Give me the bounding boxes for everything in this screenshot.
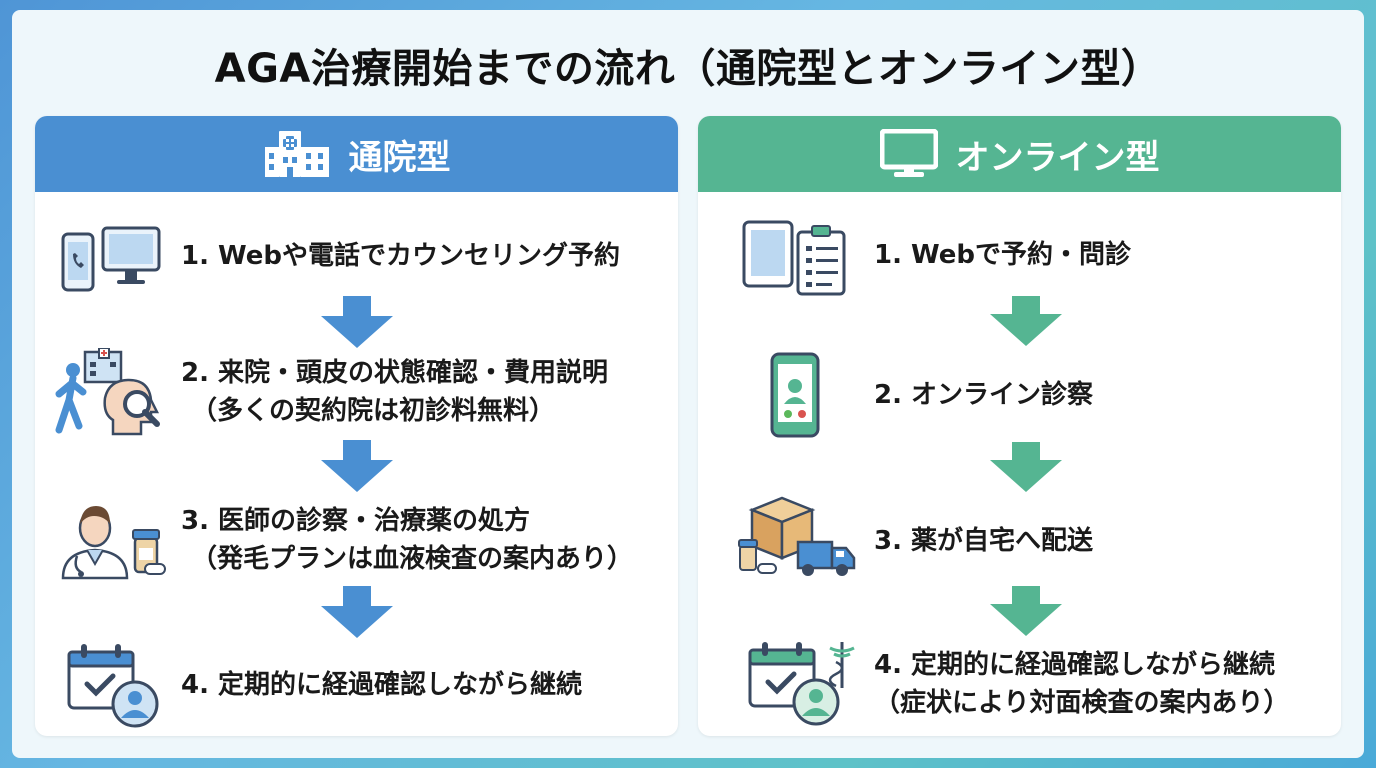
arrow-down-icon — [990, 442, 1062, 496]
arrow-down-icon — [990, 586, 1062, 640]
panel-title-online: オンライン型 — [955, 137, 1160, 178]
panel-header-clinic-visit: 通院型 — [35, 116, 678, 192]
step-left-2-note: （多くの契約院は初診料無料） — [191, 396, 556, 426]
panel-title-clinic-visit: 通院型 — [348, 137, 451, 178]
step-right-2-text: 2. オンライン診察 — [874, 380, 1094, 410]
panel-online: オンライン型 1. Webで予約・問診 — [698, 116, 1341, 736]
step-left-2-text: 2. 来院・頭皮の状態確認・費用説明 — [181, 358, 609, 388]
tablet-and-clipboard-icon — [742, 218, 850, 302]
monitor-icon — [879, 129, 938, 179]
doctor-and-medicine-icon — [57, 498, 167, 584]
step-left-3-note: （発毛プランは血液検査の案内あり） — [191, 544, 634, 574]
phone-and-monitor-icon — [61, 224, 161, 298]
step-right-1-text: 1. Webで予約・問診 — [874, 240, 1132, 270]
walking-to-clinic-scalp-check-icon — [55, 347, 163, 440]
step-left-1-text: 1. Webや電話でカウンセリング予約 — [181, 241, 621, 271]
arrow-down-icon — [321, 440, 393, 496]
calendar-user-icon — [65, 642, 161, 732]
smartphone-video-call-icon — [770, 352, 822, 442]
package-delivery-truck-icon — [738, 496, 858, 584]
step-left-4-text: 4. 定期的に経過確認しながら継続 — [181, 670, 583, 700]
calendar-caduceus-user-icon — [746, 640, 870, 730]
arrow-down-icon — [321, 586, 393, 642]
step-left-3-text: 3. 医師の診察・治療薬の処方 — [181, 506, 531, 536]
step-right-3-text: 3. 薬が自宅へ配送 — [874, 526, 1094, 556]
arrow-down-icon — [990, 296, 1062, 350]
arrow-down-icon — [321, 296, 393, 352]
page-title: AGA治療開始までの流れ（通院型とオンライン型） — [214, 46, 1162, 92]
step-right-4-note: （症状により対面検査の案内あり） — [874, 688, 1290, 718]
panel-clinic-visit: 通院型 1. Webや電話でカウンセリング予約 — [35, 116, 678, 736]
step-right-4-text: 4. 定期的に経過確認しながら継続 — [874, 650, 1276, 680]
panel-header-online: オンライン型 — [698, 116, 1341, 192]
hospital-icon — [263, 129, 331, 179]
